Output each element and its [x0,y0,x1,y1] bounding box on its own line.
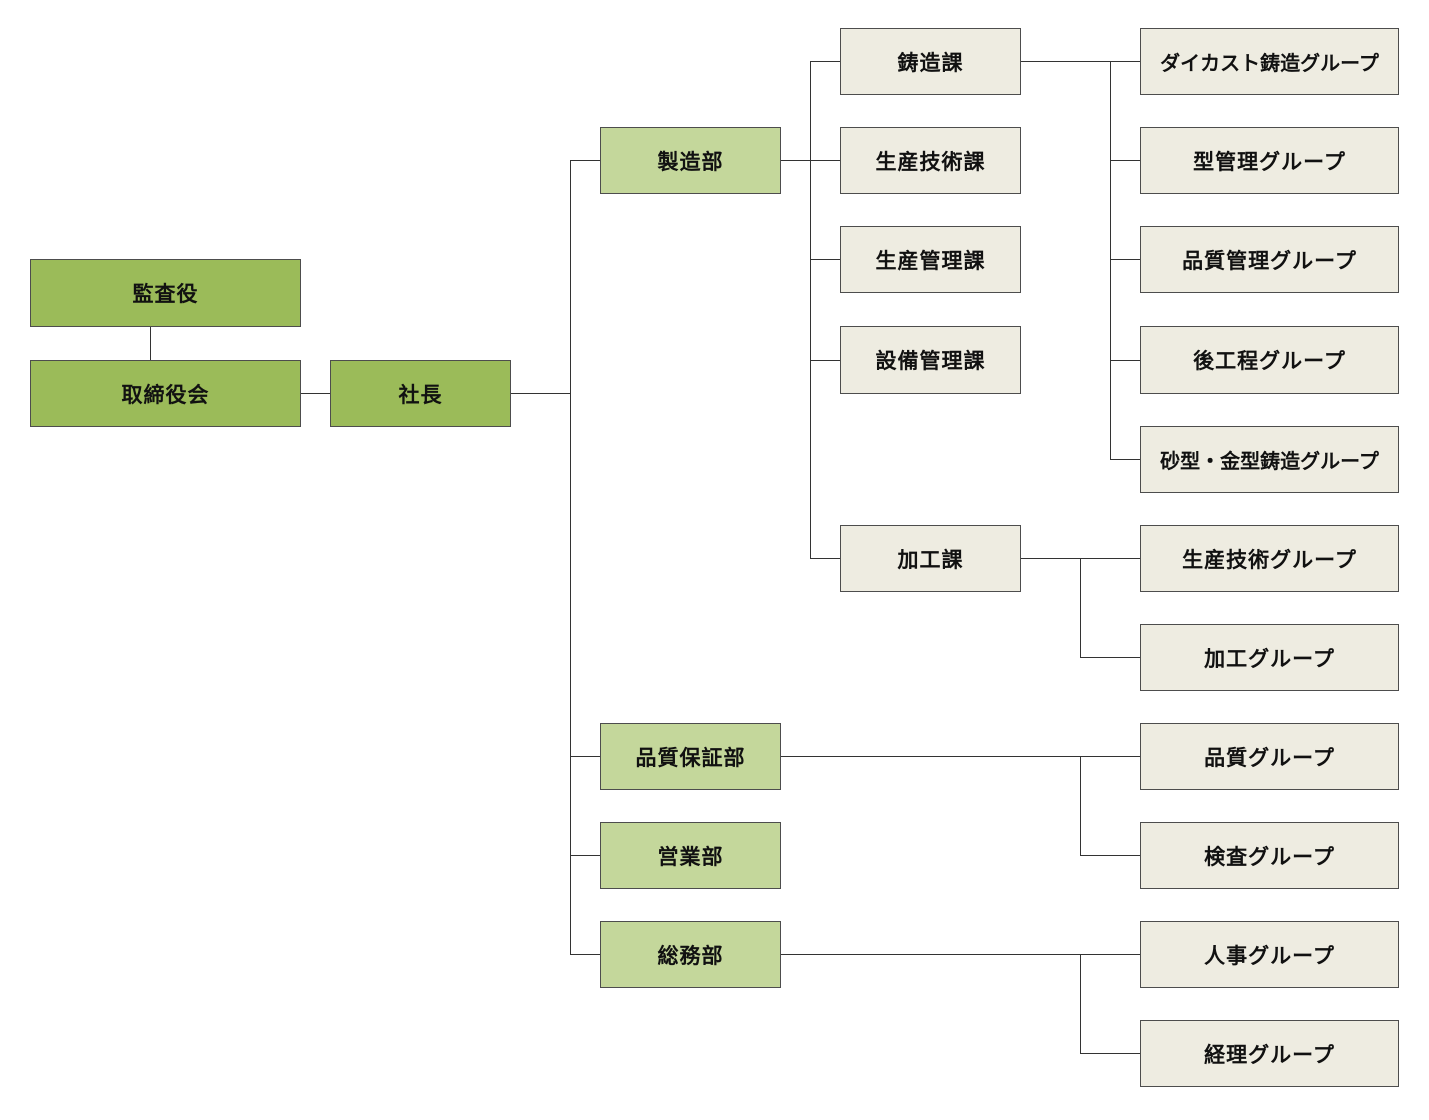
quality-assurance-dept-label: 品質保証部 [635,745,746,770]
hr-group-label: 人事グループ [1204,943,1335,968]
quality-control-group-box: 品質管理グループ [1140,226,1399,293]
machining-group-box: 加工グループ [1140,624,1399,691]
production-control-section-label: 生産管理課 [875,248,986,273]
post-process-group-box: 後工程グループ [1140,326,1399,394]
casting-section-label: 鋳造課 [897,50,964,75]
quality-group-label: 品質グループ [1204,745,1335,770]
auditor-label: 監査役 [132,282,199,306]
equipment-control-section-box: 設備管理課 [840,326,1021,394]
board-box: 取締役会 [30,360,301,427]
general-affairs-dept-label: 総務部 [657,943,724,968]
production-engineering-section-label: 生産技術課 [875,149,986,174]
sales-dept-label: 営業部 [657,844,724,869]
auditor-box: 監査役 [30,259,301,327]
production-engineering-group-label: 生産技術グループ [1182,547,1357,572]
president-box: 社長 [330,360,511,427]
production-control-section-box: 生産管理課 [840,226,1021,293]
quality-group-box: 品質グループ [1140,723,1399,790]
production-engineering-group-box: 生産技術グループ [1140,525,1399,592]
equipment-control-section-label: 設備管理課 [875,349,986,373]
mold-control-group-box: 型管理グループ [1140,127,1399,194]
president-label: 社長 [398,382,443,407]
die-casting-group-label: ダイカスト鋳造グループ [1160,51,1379,75]
mold-control-group-label: 型管理グループ [1193,149,1346,174]
machining-section-label: 加工課 [897,547,964,572]
inspection-group-label: 検査グループ [1204,844,1335,869]
manufacturing-dept-box: 製造部 [600,127,781,194]
quality-assurance-dept-box: 品質保証部 [600,723,781,790]
general-affairs-dept-box: 総務部 [600,921,781,988]
board-label: 取締役会 [121,382,210,407]
accounting-group-box: 経理グループ [1140,1020,1399,1087]
accounting-group-label: 経理グループ [1204,1042,1335,1067]
manufacturing-dept-label: 製造部 [657,149,724,174]
machining-group-label: 加工グループ [1204,646,1335,671]
sand-metal-casting-group-box: 砂型・金型鋳造グループ [1140,426,1399,493]
production-engineering-section-box: 生産技術課 [840,127,1021,194]
post-process-group-label: 後工程グループ [1193,349,1346,373]
machining-section-box: 加工課 [840,525,1021,592]
inspection-group-box: 検査グループ [1140,822,1399,889]
hr-group-box: 人事グループ [1140,921,1399,988]
sales-dept-box: 営業部 [600,822,781,889]
die-casting-group-box: ダイカスト鋳造グループ [1140,28,1399,95]
sand-metal-casting-group-label: 砂型・金型鋳造グループ [1160,449,1379,473]
casting-section-box: 鋳造課 [840,28,1021,95]
quality-control-group-label: 品質管理グループ [1182,248,1357,273]
